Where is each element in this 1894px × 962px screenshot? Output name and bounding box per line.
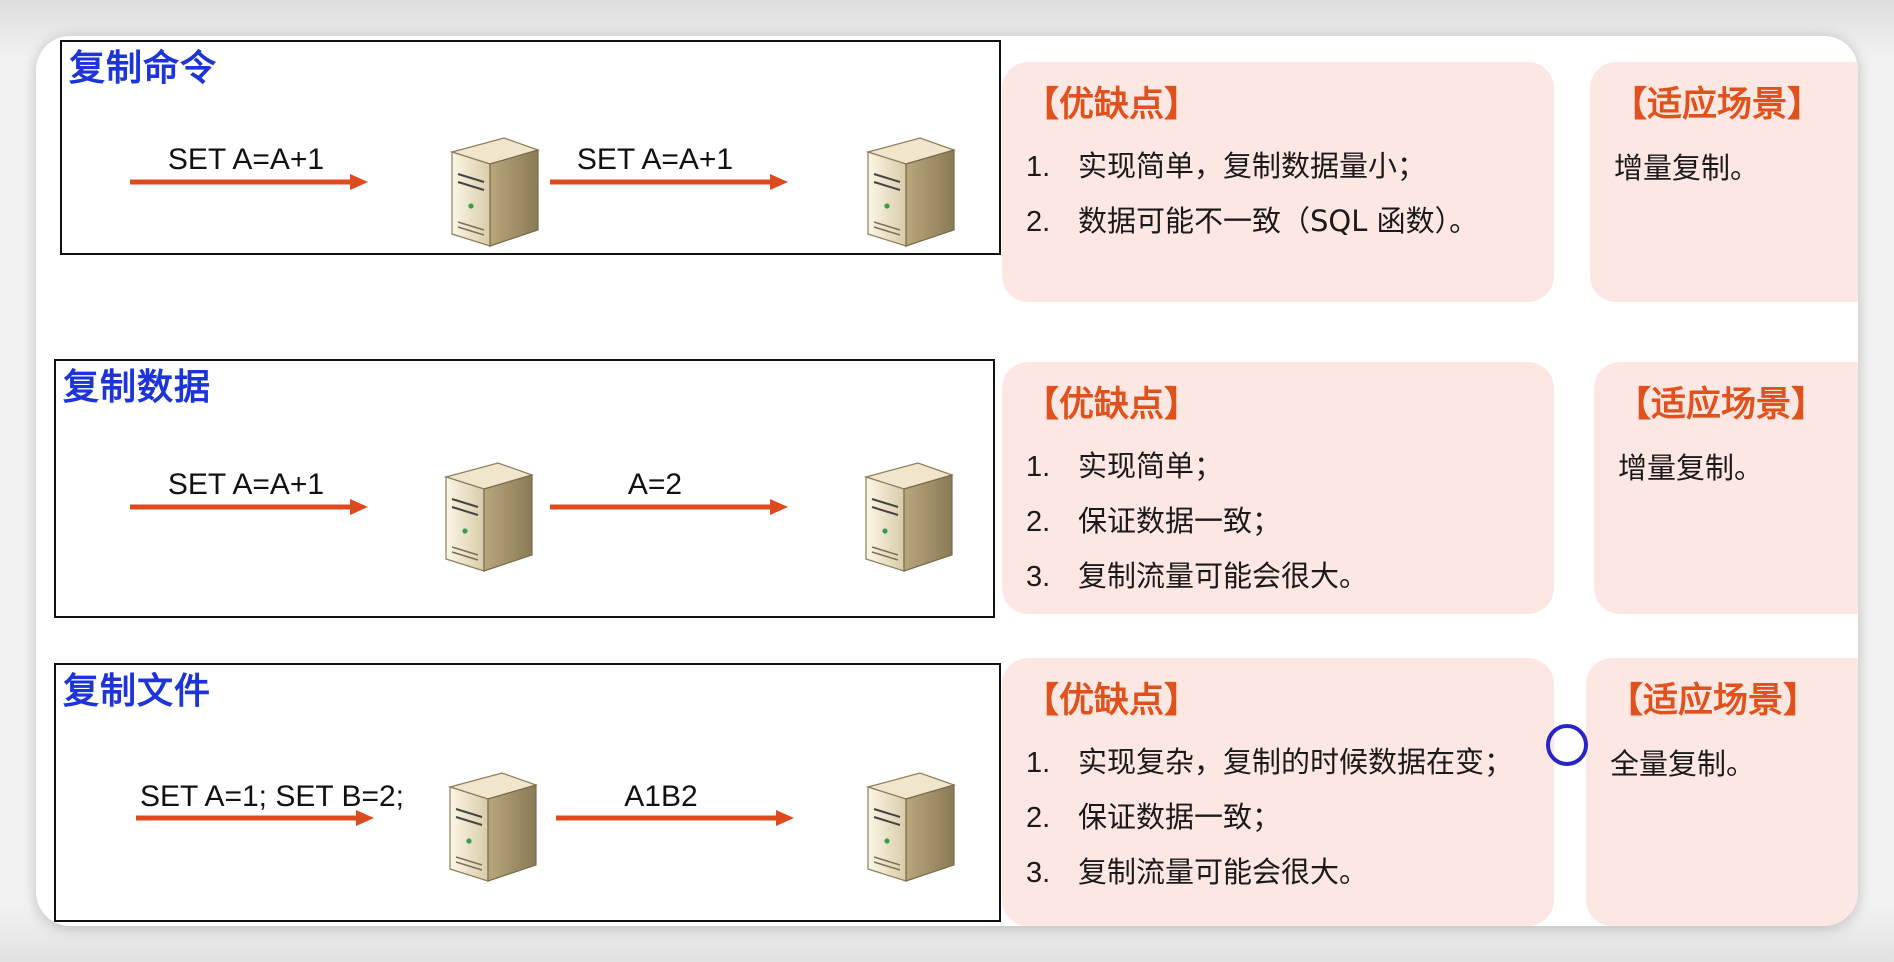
scenario-heading: 【适应场景】 [1616,385,1827,425]
server-icon [443,462,534,572]
arrow-label-left: SET A=A+1 [167,468,325,501]
scheme-title: 复制数据 [63,367,212,408]
list-item: 1.实现简单； [1026,449,1224,483]
pros-cons-list: 1.实现简单，复制数据量小； 2.数据可能不一致（SQL 函数）。 [1026,152,1478,262]
scenario-text: 全量复制。 [1610,747,1756,781]
arrow-label-right: A1B2 [624,780,698,813]
list-item: 3.复制流量可能会很大。 [1026,855,1369,889]
server-icon [865,772,956,882]
pros-cons-panel: 【优缺点】 1.实现简单； 2.保证数据一致； 3.复制流量可能会很大。 [1002,362,1554,614]
scenario-panel: 【适应场景】 全量复制。 [1586,658,1858,926]
pros-cons-panel: 【优缺点】 1.实现复杂，复制的时候数据在变； 2.保证数据一致； 3.复制流量… [1002,658,1554,926]
list-item: 2.数据可能不一致（SQL 函数）。 [1026,204,1479,238]
arrow-label-left: SET A=1; SET B=2; [139,780,405,813]
slide: 复制命令 SET A=A+1 [36,36,1858,926]
pros-cons-list: 1.实现简单； 2.保证数据一致； 3.复制流量可能会很大。 [1026,452,1368,617]
list-item: 3.复制流量可能会很大。 [1026,559,1369,593]
pros-cons-heading: 【优缺点】 [1024,85,1200,125]
scenario-heading: 【适应场景】 [1608,681,1819,721]
scenario-panel: 【适应场景】 增量复制。 [1590,62,1858,302]
arrow-label-left: SET A=A+1 [167,143,325,176]
scenario-panel: 【适应场景】 增量复制。 [1594,362,1858,614]
scheme-title: 复制文件 [63,671,212,712]
arrow-right-icon [130,174,368,190]
arrow-right-icon [550,174,788,190]
pros-cons-panel: 【优缺点】 1.实现简单，复制数据量小； 2.数据可能不一致（SQL 函数）。 [1002,62,1554,302]
list-item: 2.保证数据一致； [1026,504,1282,538]
arrow-label-right: SET A=A+1 [576,143,734,176]
list-item: 1.实现复杂，复制的时候数据在变； [1026,745,1514,779]
cursor-ring-icon [1546,724,1588,766]
arrow-label-right: A=2 [627,468,683,501]
server-icon [447,772,538,882]
pros-cons-list: 1.实现复杂，复制的时候数据在变； 2.保证数据一致； 3.复制流量可能会很大。 [1026,748,1513,913]
scheme-box-replicate-command: 复制命令 SET A=A+1 [60,40,1001,255]
arrow-right-icon [550,499,788,515]
arrow-right-icon [556,810,794,826]
scenario-text: 增量复制。 [1614,151,1760,185]
scheme-box-replicate-data: 复制数据 SET A=A+1 A=2 [54,359,995,618]
pros-cons-heading: 【优缺点】 [1024,385,1200,425]
arrow-right-icon [130,499,368,515]
server-icon [449,137,540,247]
list-item: 2.保证数据一致； [1026,800,1282,834]
server-icon [865,137,956,247]
scenario-text: 增量复制。 [1618,451,1764,485]
list-item: 1.实现简单，复制数据量小； [1026,149,1427,183]
scheme-title: 复制命令 [69,48,218,89]
scenario-heading: 【适应场景】 [1612,85,1823,125]
pros-cons-heading: 【优缺点】 [1024,681,1200,721]
server-icon [863,462,954,572]
scheme-box-replicate-file: 复制文件 SET A=1; SET B=2; A1B2 [54,663,1001,922]
arrow-right-icon [136,810,374,826]
